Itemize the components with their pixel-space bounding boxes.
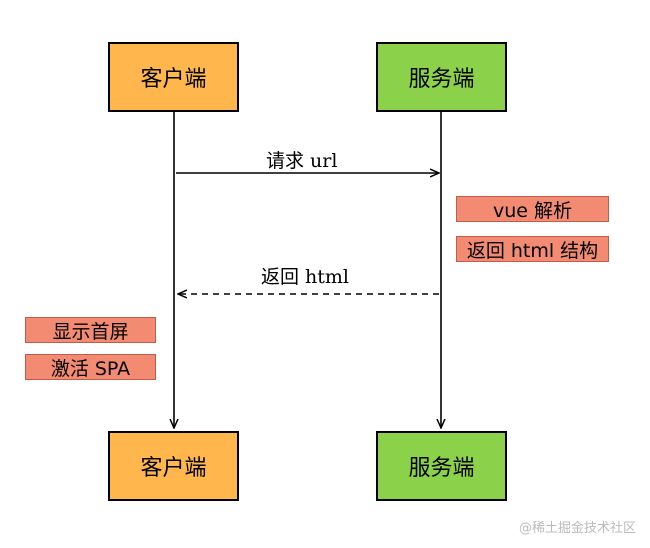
client-note-activate-spa: 激活 SPA xyxy=(25,354,156,380)
client-box-top: 客户端 xyxy=(108,42,239,112)
request-label: 请求 url xyxy=(266,150,338,172)
server-box-bottom: 服务端 xyxy=(376,431,507,501)
client-box-bottom: 客户端 xyxy=(108,431,239,501)
server-note-parse: vue 解析 xyxy=(456,196,609,222)
client-note-first-screen: 显示首屏 xyxy=(25,317,156,343)
server-box-top: 服务端 xyxy=(376,42,507,112)
server-note-html-structure: 返回 html 结构 xyxy=(456,236,609,262)
response-label: 返回 html xyxy=(261,266,350,288)
watermark: @稀土掘金技术社区 xyxy=(518,521,636,536)
